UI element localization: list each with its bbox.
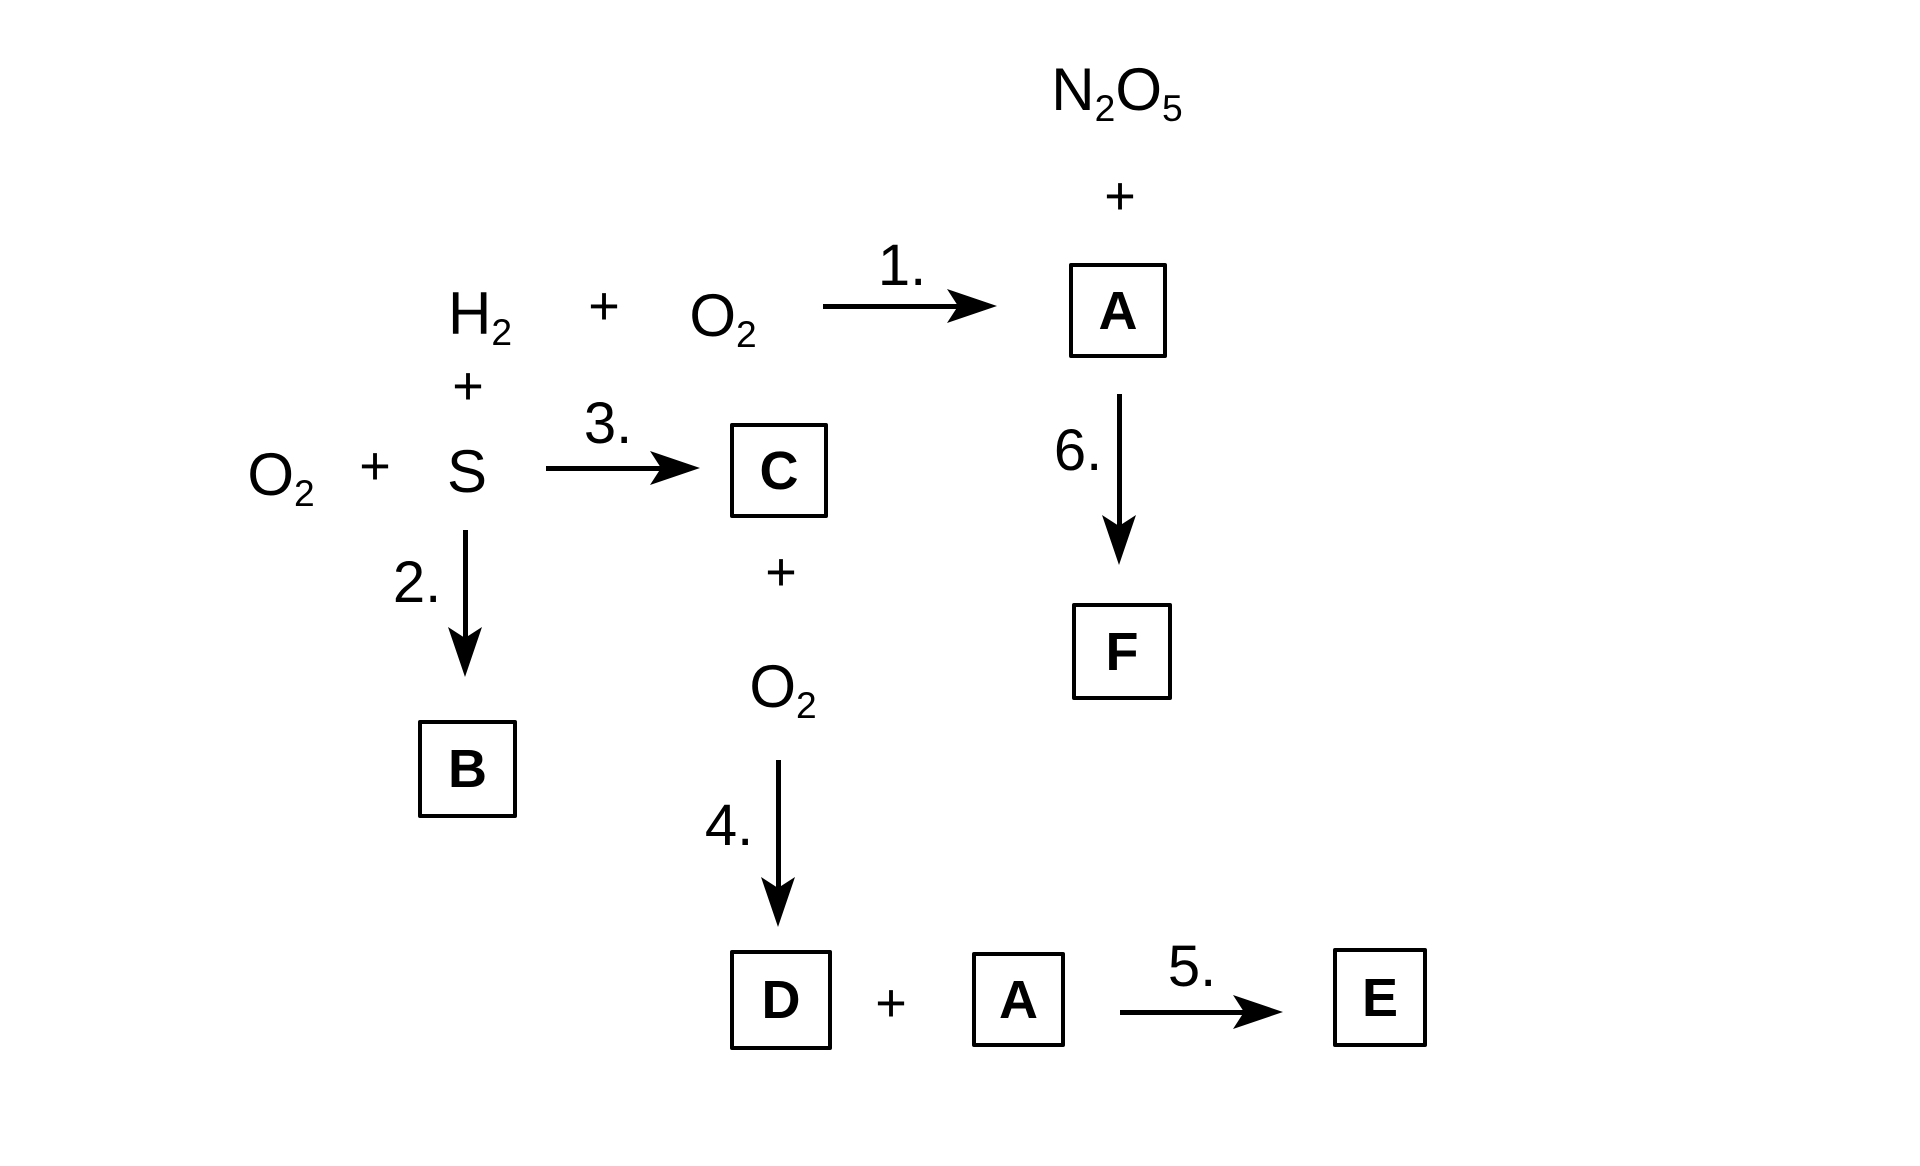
- box-e: E: [1333, 948, 1427, 1047]
- arrow-5: [1120, 995, 1283, 1029]
- plus-sign-h2-o2: +: [588, 276, 620, 336]
- plus-sign-c-o2: +: [765, 542, 797, 602]
- box-e-label: E: [1361, 967, 1399, 1028]
- species-h2: H2: [447, 280, 513, 354]
- box-f: F: [1072, 603, 1172, 700]
- arrow-2-shaft: [462, 530, 468, 641]
- arrow-4-shaft: [775, 760, 781, 891]
- box-d: D: [730, 950, 832, 1050]
- plus-sign-o2-s: +: [359, 436, 391, 496]
- box-c: C: [730, 423, 828, 518]
- species-o2-top: O2: [689, 282, 757, 356]
- arrow-5-shaft: [1120, 1009, 1247, 1015]
- arrow-1: [823, 289, 997, 323]
- box-d-label: D: [761, 970, 801, 1030]
- arrow-6-shaft: [1116, 394, 1122, 529]
- species-s: S: [446, 438, 488, 505]
- step-label-4: 4.: [704, 793, 754, 858]
- box-f-label: F: [1105, 621, 1139, 682]
- step-label-5: 5.: [1167, 934, 1217, 999]
- plus-sign-h2-s: +: [452, 356, 484, 416]
- step-label-1: 1.: [877, 233, 927, 298]
- step-label-6: 6.: [1053, 418, 1103, 483]
- arrow-6: [1102, 394, 1136, 565]
- species-o2-left: O2: [247, 441, 315, 515]
- arrow-3-shaft: [546, 465, 664, 471]
- box-a-top: A: [1069, 263, 1167, 358]
- arrow-1-shaft: [823, 303, 961, 309]
- arrow-3: [546, 451, 700, 485]
- species-o2-mid: O2: [749, 653, 817, 727]
- plus-sign-n2o5-a: +: [1104, 166, 1136, 226]
- box-c-label: C: [759, 440, 799, 501]
- step-label-3: 3.: [583, 391, 633, 456]
- box-a-bottom: A: [972, 952, 1065, 1047]
- box-a-bottom-label: A: [999, 969, 1038, 1030]
- step-label-2: 2.: [392, 550, 442, 615]
- species-n2o5: N2O5: [1051, 56, 1183, 130]
- plus-sign-d-a: +: [875, 973, 907, 1033]
- arrow-4: [761, 760, 795, 927]
- box-b: B: [418, 720, 517, 818]
- arrow-2: [448, 530, 482, 677]
- box-a-top-label: A: [1098, 280, 1138, 341]
- box-b-label: B: [448, 739, 487, 799]
